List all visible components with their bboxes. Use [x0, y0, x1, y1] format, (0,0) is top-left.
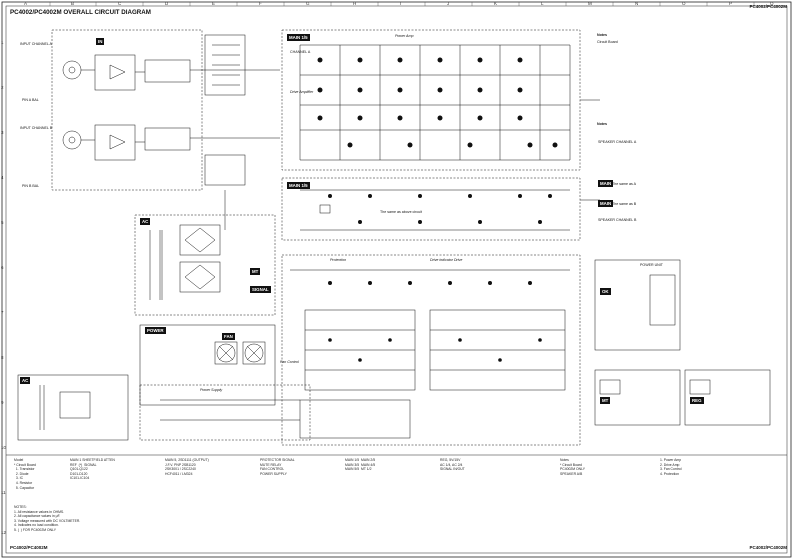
- row-ref-3: 3: [1, 130, 4, 135]
- col-ref-b: B: [71, 1, 75, 6]
- power-unit-label: POWER UNIT: [640, 263, 663, 267]
- col-ref-l: L: [541, 1, 544, 6]
- mt-tag-2: MT: [600, 397, 611, 404]
- speaker-b-label: SPEAKER CHANNEL B: [598, 218, 637, 222]
- notes-col-1: Model * Circuit Board 1. Transistor 2. D…: [14, 458, 36, 490]
- power-amp-label: Power Amp: [395, 34, 414, 38]
- fan-control-label: Fan Control: [280, 360, 299, 364]
- drive-indicator-label: Drive indicator Drive: [430, 258, 463, 262]
- row-ref-2: 2: [1, 85, 4, 90]
- notes-col-6: REG, 5V/15V AC 1/4, AC 2/4 SIGNAL IN/OUT: [440, 458, 465, 472]
- row-ref-4: 4: [1, 175, 4, 180]
- model-label-top: PC4002/PC4002M: [749, 4, 787, 9]
- notes-col-2: MAIN 1 SHEETFIELD ATTEN REF (*) SIGNAL Q…: [70, 458, 115, 481]
- speaker-a-label: SPEAKER CHANNEL A: [598, 140, 637, 144]
- col-ref-e: E: [212, 1, 216, 6]
- drive-amp-label: Drive Amplifier: [290, 90, 314, 94]
- main-a-tag: MAIN 1/5: [287, 34, 310, 41]
- notes-col-5: MAIN 1/5 MAIN 2/5 MAIN 3/5 MAIN 4/5 MAIN…: [345, 458, 376, 472]
- main-right-tag: MAIN: [598, 180, 614, 187]
- col-ref-n: N: [635, 1, 639, 6]
- signal-tag: SIGNAL: [250, 286, 271, 293]
- notes-title: Notes: [597, 33, 607, 37]
- col-ref-c: C: [118, 1, 122, 6]
- ac-tag: AC: [140, 218, 151, 225]
- model-label-bottom-left: PC4002/PC4002M: [10, 545, 48, 550]
- notes-col-4: PROTECTOR SIGNAL MUTE RELAY FAN CONTROL …: [260, 458, 295, 476]
- row-ref-12: 12: [1, 530, 7, 535]
- reg-tag: REG: [690, 397, 704, 404]
- row-ref-8: 8: [1, 355, 4, 360]
- notes-col-8: 1. Power Amp 2. Drive Amp 3. Fan Control…: [660, 458, 682, 476]
- same-as-b-label: The same as B: [612, 202, 637, 206]
- power-supply-label: Power Supply: [200, 388, 223, 392]
- col-ref-f: F: [259, 1, 262, 6]
- notes-col-7: Notes * Circuit Board PC4002M ONLY SPEAK…: [560, 458, 586, 476]
- pin-a-label: PIN A BAL: [22, 98, 39, 102]
- row-ref-10: 10: [1, 445, 7, 450]
- notes-left: NOTES: 1. All resistance values in OHMS.…: [14, 505, 81, 532]
- notes-col-3: MAIN 5, 2SD1111 (OUTPUT) J.F.V. PNP 2SB1…: [165, 458, 209, 476]
- ac-tag-2: AC: [20, 377, 31, 384]
- col-ref-h: H: [353, 1, 357, 6]
- pin-b-label: PIN B BAL: [22, 184, 40, 188]
- col-ref-i: I: [400, 1, 402, 6]
- col-ref-k: K: [494, 1, 498, 6]
- row-ref-11: 11: [1, 490, 6, 495]
- col-ref-o: O: [682, 1, 686, 6]
- mt-tag: MT: [250, 268, 261, 275]
- col-ref-a: A: [24, 1, 28, 6]
- col-ref-p: P: [729, 1, 733, 6]
- row-ref-6: 6: [1, 265, 4, 270]
- row-ref-9: 9: [1, 400, 4, 405]
- input-channel-b-label: INPUT CHANNEL B: [20, 126, 53, 130]
- row-ref-7: 7: [1, 310, 4, 315]
- model-label-bottom-right: PC4002/PC4002M: [749, 545, 787, 550]
- row-ref-5: 5: [1, 220, 4, 225]
- input-a-tag: IN: [96, 38, 105, 45]
- main-right-tag-2: MAIN: [598, 200, 614, 207]
- same-as-above-label: The same as above circuit: [380, 210, 422, 214]
- protection-label: Protection: [330, 258, 347, 262]
- main-b-tag: MAIN 1/5: [287, 182, 310, 189]
- same-as-a-label: The same as A: [612, 182, 636, 186]
- row-ref-1: 1: [1, 40, 4, 45]
- col-ref-j: J: [447, 1, 450, 6]
- col-ref-q: Q: [770, 1, 774, 6]
- col-ref-m: M: [588, 1, 592, 6]
- fan-tag: FAN: [222, 333, 235, 340]
- input-channel-a-label: INPUT CHANNEL A: [20, 42, 52, 46]
- notes-circuit-board: Circuit Board: [597, 40, 618, 44]
- power-tag: POWER: [145, 327, 166, 334]
- channel-a-label: CHANNEL A: [290, 50, 311, 54]
- ok-tag: OK: [600, 288, 611, 295]
- col-ref-d: D: [165, 1, 169, 6]
- notes-title-2: Notes: [597, 122, 607, 126]
- diagram-title: PC4002/PC4002M OVERALL CIRCUIT DIAGRAM: [10, 9, 151, 16]
- col-ref-g: G: [306, 1, 310, 6]
